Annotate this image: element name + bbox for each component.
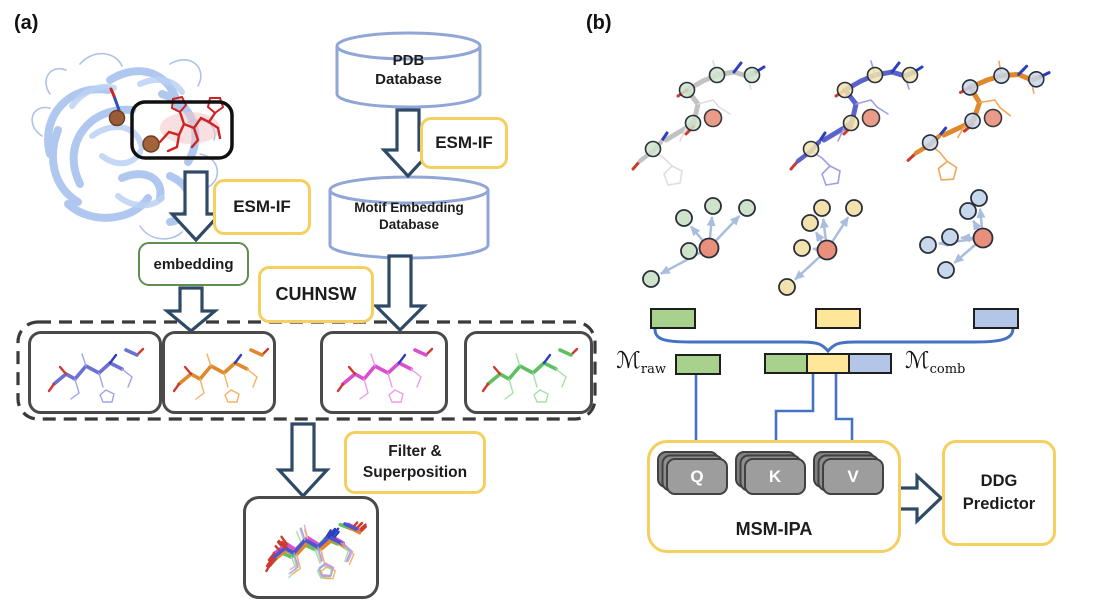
combined-feature-rect [764, 353, 892, 374]
motif-card-3-art [336, 346, 434, 404]
feature-rect-blue [973, 308, 1019, 329]
motif-database-label: Motif Embedding Database [354, 200, 464, 232]
q-label: Q [666, 458, 728, 495]
v-label: V [822, 458, 884, 495]
arrow-protein-to-embedding [168, 170, 224, 243]
feature-connectors [694, 373, 854, 449]
panel-b-label: (b) [586, 12, 612, 34]
m-raw-label: ℳraw [616, 348, 666, 377]
knn-graph-green-center [698, 237, 720, 259]
motif-card-2 [162, 331, 276, 414]
motif-card-1 [28, 331, 162, 414]
combined-segment-blue [848, 353, 892, 374]
motif-card-4 [464, 331, 593, 414]
motif-card-4-art [480, 346, 579, 404]
motif-card-2-art [172, 346, 270, 404]
connector-comb-to-k [774, 373, 815, 449]
knn-graphs [642, 189, 994, 296]
motif-view-gray [633, 61, 764, 185]
ligand-sticks [158, 95, 225, 153]
superposition-result-box [243, 496, 379, 599]
esm-if-label-top: ESM-IF [420, 117, 508, 169]
k-block: K [735, 451, 806, 495]
knn-graph-blue-center [972, 227, 994, 249]
small-stick-red [109, 87, 116, 98]
panel-a-label: (a) [14, 12, 39, 34]
metal-sphere-1 [108, 109, 126, 127]
filter-superposition-label: Filter & Superposition [344, 431, 486, 494]
knn-graph-yellow-nodes [778, 199, 863, 296]
arrow-motifdb-to-candidates [372, 254, 428, 333]
feature-rect-yellow [815, 308, 861, 329]
embedding-box: embedding [138, 242, 249, 286]
connector-comb-to-v [834, 373, 854, 449]
pdb-database-label: PDB Database [375, 52, 442, 88]
v-block: V [813, 451, 884, 495]
underbrace [653, 326, 1015, 354]
knn-graph-blue-nodes [919, 189, 988, 279]
m-raw-feature-rect [675, 354, 721, 375]
knn-graph-green-nodes [642, 197, 756, 288]
motif-card-3 [320, 331, 448, 414]
pdb-database-cylinder [335, 31, 482, 109]
m-comb-label: ℳcomb [905, 348, 966, 377]
block-arrows [162, 108, 944, 525]
arrow-candidates-to-superposition [275, 422, 331, 499]
k-label: K [744, 458, 806, 495]
motif-view-orange [906, 53, 1049, 190]
motif-view-blue [791, 61, 922, 185]
motif-database-cylinder [328, 175, 490, 260]
small-stick-blue [112, 94, 121, 112]
knn-graph-yellow-center [816, 239, 838, 261]
superposition-art [261, 515, 368, 584]
arrow-embedding-to-candidates [162, 286, 220, 334]
combined-segment-yellow [806, 353, 850, 374]
dashed-container-outline [16, 320, 597, 421]
binding-site-highlight-box [130, 100, 234, 160]
metal-sphere-2 [142, 135, 160, 153]
arrow-msmipa-to-ddg [896, 472, 944, 525]
q-block: Q [657, 451, 728, 495]
cuhnsw-label: CUHNSW [258, 266, 374, 323]
motif-card-1-art [47, 346, 145, 404]
combined-segment-green [764, 353, 808, 374]
esm-if-label-left: ESM-IF [213, 179, 311, 235]
motif-views [612, 40, 1062, 198]
msm-ipa-label: MSM-IPA [735, 519, 813, 539]
ddg-predictor-box: DDG Predictor [942, 440, 1056, 546]
feature-rect-green [650, 308, 696, 329]
